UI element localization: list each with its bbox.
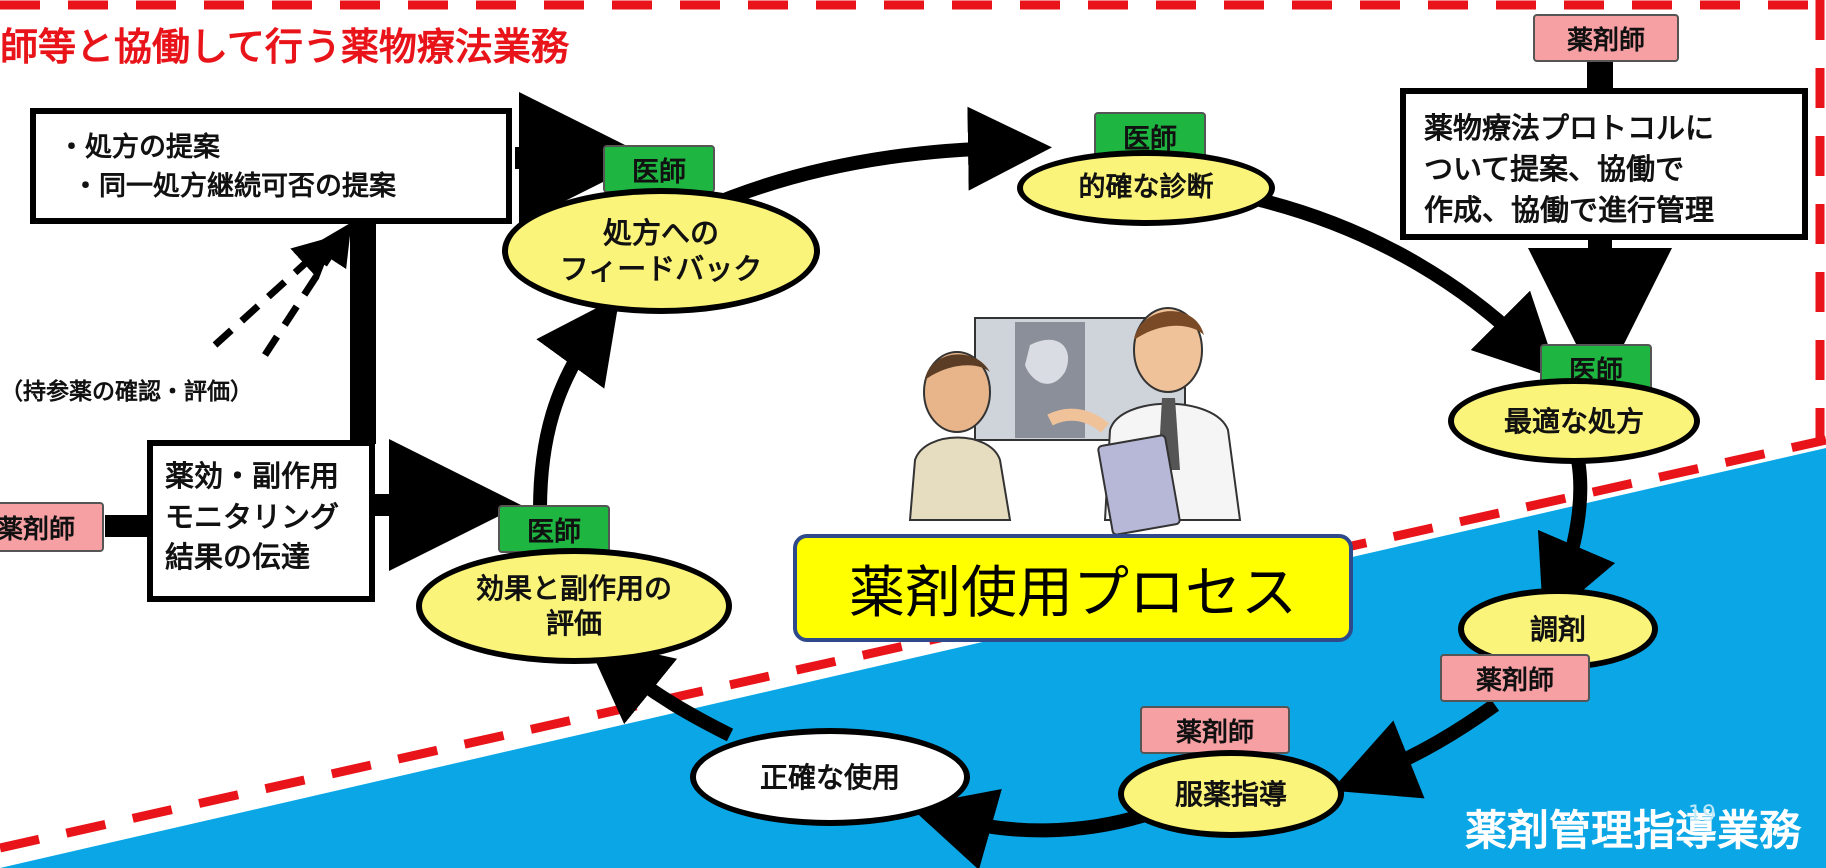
node-evaluation-line-2: 評価 bbox=[545, 607, 602, 640]
pharmacist-tag-dispensing-label: 薬剤師 bbox=[1475, 665, 1554, 696]
arrow-dispensing-to-guidance bbox=[1331, 699, 1500, 799]
drug-use-process-text: 薬剤使用プロセス bbox=[849, 560, 1297, 626]
monitor-line-3: 結果の伝達 bbox=[165, 540, 311, 575]
node-feedback-line-2: フィードバック bbox=[559, 252, 763, 286]
pharmacist-tag-guidance-label: 薬剤師 bbox=[1175, 717, 1254, 748]
pharmacist-tag-left: 薬剤師 bbox=[0, 502, 104, 552]
node-evaluation-line-1: 効果と副作用の bbox=[475, 572, 672, 605]
node-diagnosis: 的確な診断 bbox=[1017, 150, 1275, 226]
pharmacist-tag-left-label: 薬剤師 bbox=[0, 514, 75, 545]
doctor-tag-feedback: 医師 bbox=[603, 145, 715, 193]
monitor-line-1: 薬効・副作用 bbox=[165, 459, 340, 493]
node-diagnosis-line-1: 的確な診断 bbox=[1078, 172, 1214, 204]
medication-management-label: 薬剤管理指導業務 bbox=[1465, 806, 1802, 855]
arrow-diagnosis-to-optimal bbox=[1258, 193, 1560, 380]
doctor-tag-evaluation: 医師 bbox=[498, 505, 610, 553]
page-title: 師等と協働して行う薬物療法業務 bbox=[0, 25, 569, 69]
node-optimal-prescription: 最適な処方 bbox=[1448, 378, 1700, 464]
node-dispensing-line-1: 調剤 bbox=[1529, 612, 1586, 646]
doctor-tag-feedback-label: 医師 bbox=[632, 156, 686, 188]
arrow-guidance-to-correct-use bbox=[909, 789, 1148, 868]
arrow-correct-use-to-evaluation bbox=[585, 638, 734, 742]
prescription-proposal-box: ・処方の提案 ・同一処方継続可否の提案 bbox=[30, 108, 512, 224]
protocol-line-1: 薬物療法プロトコルに bbox=[1424, 111, 1715, 145]
node-medication-guidance: 服薬指導 bbox=[1118, 750, 1344, 838]
arrow-optimal-to-dispensing bbox=[1537, 458, 1616, 624]
arrow-evaluation-to-feedback bbox=[533, 296, 620, 511]
doctor-tag-evaluation-label: 医師 bbox=[527, 516, 581, 548]
drug-use-process-label: 薬剤使用プロセス bbox=[793, 534, 1353, 642]
bring-in-medication-label: （持参薬の確認・評価） bbox=[0, 379, 253, 405]
proposal-line-2: ・同一処方継続可否の提案 bbox=[72, 171, 396, 203]
pharmacist-tag-guidance: 薬剤師 bbox=[1140, 706, 1290, 754]
node-feedback-line-1: 処方への bbox=[602, 215, 719, 250]
protocol-line-2: ついて提案、協働で bbox=[1424, 152, 1685, 187]
proposal-line-1: ・処方の提案 bbox=[58, 132, 220, 163]
monitoring-result-box: 薬効・副作用 モニタリング 結果の伝達 bbox=[147, 440, 375, 602]
node-correct-use-line-1: 正確な使用 bbox=[759, 760, 900, 794]
pharmacist-tag-dispensing: 薬剤師 bbox=[1440, 654, 1590, 702]
protocol-line-3: 作成、協働で進行管理 bbox=[1424, 193, 1715, 228]
pharmacist-to-monitor-connector bbox=[105, 515, 147, 537]
pharmacist-tag-top-label: 薬剤師 bbox=[1566, 25, 1645, 56]
protocol-box: 薬物療法プロトコルに ついて提案、協働で 作成、協働で進行管理 bbox=[1400, 88, 1808, 240]
page-number: 19 bbox=[1688, 802, 1716, 827]
node-feedback: 処方への フィードバック bbox=[502, 188, 820, 314]
doctor-patient-illustration bbox=[908, 307, 1242, 536]
dashed-arrow-2 bbox=[262, 222, 352, 357]
dashed-arrow-1 bbox=[212, 235, 336, 348]
node-correct-use: 正確な使用 bbox=[690, 728, 970, 826]
node-optimal-line-1: 最適な処方 bbox=[1503, 404, 1644, 438]
monitor-line-2: モニタリング bbox=[165, 499, 340, 534]
pharmacist-tag-top: 薬剤師 bbox=[1533, 14, 1679, 62]
top-pharmacist-connector bbox=[1587, 58, 1613, 90]
node-effect-evaluation: 効果と副作用の 評価 bbox=[416, 548, 732, 664]
proposal-connector-bar bbox=[350, 222, 376, 444]
node-guidance-line-1: 服薬指導 bbox=[1174, 777, 1287, 811]
area-divider-dashed-line bbox=[0, 435, 1826, 853]
